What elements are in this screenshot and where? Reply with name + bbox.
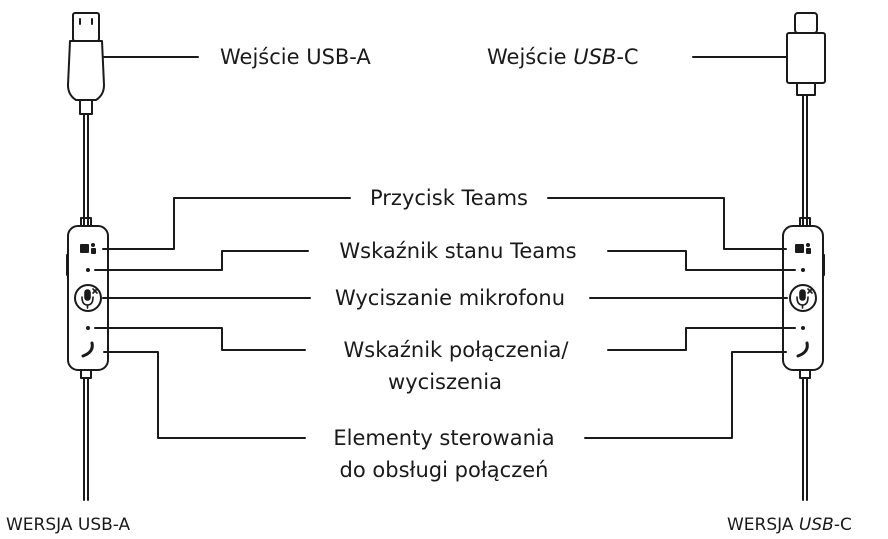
teams-icon <box>795 243 811 254</box>
call-controls-label-line1: Elementy sterowania <box>327 426 561 450</box>
status-led-icon <box>86 326 90 330</box>
usb-c-input-suffix: -C <box>616 45 639 69</box>
status-led-icon <box>86 268 90 272</box>
status-led-icon <box>801 268 805 272</box>
usb-c-input-italic: USB <box>573 45 617 69</box>
teams-status-label: Wskaźnik stanu Teams <box>333 239 583 263</box>
mic-mute-icon <box>796 288 813 309</box>
usb-c-version-caption: WERSJA USB-C <box>727 515 852 535</box>
usb-c-cable <box>799 94 811 501</box>
status-led-icon <box>801 326 805 330</box>
call-mute-indicator-label-line1: Wskaźnik połączenia/ <box>337 338 575 362</box>
usb-c-version-italic: USB <box>798 515 834 535</box>
phone-icon <box>796 341 809 358</box>
call-controls-label-line2: do obsługi połączeń <box>333 458 555 482</box>
usb-a-cable <box>80 113 92 501</box>
usb-a-input-label: Wejście USB-A <box>214 45 377 69</box>
usb-a-version-caption: WERSJA USB-A <box>6 515 131 535</box>
usb-c-version-suffix: -C <box>833 515 852 535</box>
usb-c-plug-icon <box>786 12 826 96</box>
usb-c-input-label: Wejście USB-C <box>481 45 645 69</box>
teams-button-label: Przycisk Teams <box>364 186 534 210</box>
mic-mute-icon <box>81 288 98 309</box>
usb-a-plug-icon <box>67 12 105 115</box>
phone-icon <box>81 341 94 358</box>
usb-c-input-prefix: Wejście <box>487 45 574 69</box>
mic-mute-label: Wyciszanie mikrofonu <box>328 286 572 310</box>
teams-icon <box>80 243 96 254</box>
call-mute-indicator-label-line2: wyciszenia <box>382 370 508 394</box>
usb-c-version-prefix: WERSJA <box>727 515 799 535</box>
left-leader-lines <box>94 56 351 439</box>
right-leader-lines <box>547 56 796 439</box>
